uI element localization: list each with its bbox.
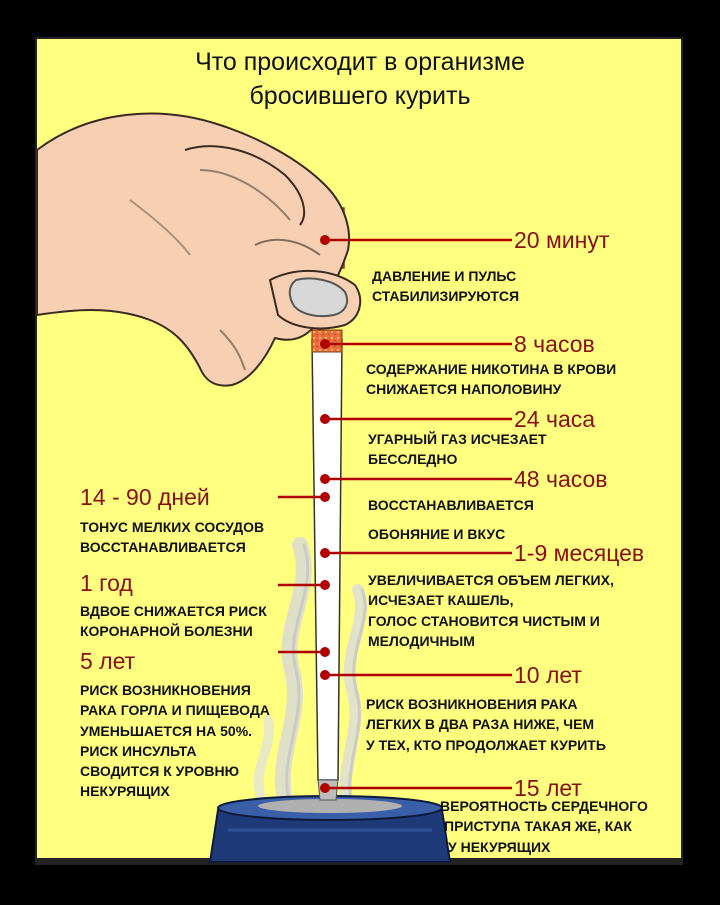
- dot-15-years: [320, 783, 330, 793]
- desc-line: СНИЖАЕТСЯ НАПОЛОВИНУ: [366, 381, 562, 398]
- milestone-desc-1-9-months: УВЕЛИЧИВАЕТСЯ ОБЪЕМ ЛЕГКИХ, ИСЧЕЗАЕТ КАШ…: [368, 570, 614, 651]
- desc-line: ДАВЛЕНИЕ И ПУЛЬС: [372, 268, 517, 284]
- desc-line: ОБОНЯНИЕ И ВКУС: [368, 526, 506, 543]
- milestone-desc-14-90-days: ТОНУС МЕЛКИХ СОСУДОВ ВОССТАНАВЛИВАЕТСЯ: [80, 517, 264, 558]
- milestone-desc-1-year: ВДВОЕ СНИЖАЕТСЯ РИСК КОРОНАРНОЙ БОЛЕЗНИ: [80, 601, 267, 642]
- milestone-desc-5-years: РИСК ВОЗНИКНОВЕНИЯ РАКА ГОРЛА И ПИЩЕВОДА…: [80, 680, 270, 802]
- dot-24-hours: [320, 414, 330, 424]
- dot-14-90-days: [320, 492, 330, 502]
- milestone-desc-15-years: ВЕРОЯТНОСТЬ СЕРДЕЧНОГО ПРИСТУПА ТАКАЯ ЖЕ…: [440, 796, 648, 857]
- milestone-time-14-90-days: 14 - 90 дней: [80, 484, 210, 510]
- ashtray-icon: [208, 795, 452, 863]
- desc-line: ВЕРОЯТНОСТЬ СЕРДЕЧНОГО: [440, 798, 648, 814]
- desc-line: У НЕКУРЯЩИХ: [448, 838, 551, 855]
- milestone-time-5-years: 5 лет: [80, 648, 136, 674]
- desc-line: ГОЛОС СТАНОВИТСЯ ЧИСТЫМ И: [368, 612, 600, 629]
- desc-line: КОРОНАРНОЙ БОЛЕЗНИ: [80, 623, 253, 640]
- hand-icon: [36, 112, 362, 387]
- desc-line: УМЕНЬШАЕТСЯ НА 50%.: [80, 722, 253, 739]
- dot-20-min: [320, 235, 330, 245]
- milestone-desc-48-hours: ВОССТАНАВЛИВАЕТСЯ ОБОНЯНИЕ И ВКУС: [368, 491, 534, 550]
- desc-line: ВОССТАНАВЛИВАЕТСЯ: [368, 497, 534, 513]
- desc-line: ТОНУС МЕЛКИХ СОСУДОВ: [80, 519, 265, 535]
- desc-line: РИСК ВОЗНИКНОВЕНИЯ РАКА: [366, 696, 578, 712]
- desc-line: УГАРНЫЙ ГАЗ ИСЧЕЗАЕТ: [368, 431, 547, 447]
- desc-line: УВЕЛИЧИВАЕТСЯ ОБЪЕМ ЛЕГКИХ,: [368, 572, 614, 588]
- milestone-desc-24-hours: УГАРНЫЙ ГАЗ ИСЧЕЗАЕТ БЕССЛЕДНО: [368, 429, 547, 470]
- timeline-right-connectors: [325, 238, 512, 790]
- dot-10-years: [320, 670, 330, 680]
- dot-8-hours: [320, 339, 330, 349]
- dot-1-9-months: [320, 548, 330, 558]
- milestone-time-24-hours: 24 часа: [514, 406, 596, 432]
- dot-48-hours: [320, 474, 330, 484]
- desc-line: НЕКУРЯЩИХ: [80, 783, 170, 800]
- page-title-line2: бросившего курить: [249, 82, 471, 110]
- milestone-time-48-hours: 48 часов: [514, 466, 608, 492]
- milestone-time-10-years: 10 лет: [514, 662, 582, 688]
- desc-line: РИСК ВОЗНИКНОВЕНИЯ: [80, 682, 251, 698]
- milestone-desc-10-years: РИСК ВОЗНИКНОВЕНИЯ РАКА ЛЕГКИХ В ДВА РАЗ…: [366, 694, 606, 755]
- milestone-desc-20-min: ДАВЛЕНИЕ И ПУЛЬС СТАБИЛИЗИРУЮТСЯ: [372, 266, 519, 307]
- desc-line: РАКА ГОРЛА И ПИЩЕВОДА: [80, 702, 270, 719]
- desc-line: МЕЛОДИЧНЫМ: [368, 632, 475, 649]
- milestone-time-1-year: 1 год: [80, 570, 133, 596]
- desc-line: БЕССЛЕДНО: [368, 451, 458, 468]
- desc-line: ВДВОЕ СНИЖАЕТСЯ РИСК: [80, 603, 267, 619]
- timeline-left-connectors: [278, 495, 325, 654]
- timeline-dots: [320, 235, 330, 793]
- milestone-desc-8-hours: СОДЕРЖАНИЕ НИКОТИНА В КРОВИ СНИЖАЕТСЯ НА…: [366, 359, 616, 400]
- desc-line: ВОССТАНАВЛИВАЕТСЯ: [80, 539, 246, 556]
- dot-5-years: [320, 647, 330, 657]
- milestone-time-1-9-months: 1-9 месяцев: [514, 540, 645, 566]
- dot-1-year: [320, 580, 330, 590]
- milestone-time-20-min: 20 минут: [514, 227, 610, 253]
- desc-line: РИСК ИНСУЛЬТА: [80, 742, 197, 759]
- milestone-time-8-hours: 8 часов: [514, 331, 595, 357]
- desc-line: СВОДИТСЯ К УРОВНЮ: [80, 763, 240, 780]
- desc-line: СТАБИЛИЗИРУЮТСЯ: [372, 288, 520, 305]
- milestone-time-15-years: 15 лет: [514, 775, 582, 801]
- desc-line: ИСЧЕЗАЕТ КАШЕЛЬ,: [368, 592, 514, 609]
- page-title-line1: Что происходит в организме: [195, 48, 525, 76]
- desc-line: У ТЕХ, КТО ПРОДОЛЖАЕТ КУРИТЬ: [366, 736, 606, 753]
- desc-line: СОДЕРЖАНИЕ НИКОТИНА В КРОВИ: [366, 361, 617, 377]
- desc-line: ПРИСТУПА ТАКАЯ ЖЕ, КАК: [444, 818, 632, 835]
- desc-line: ЛЕГКИХ В ДВА РАЗА НИЖЕ, ЧЕМ: [366, 716, 595, 733]
